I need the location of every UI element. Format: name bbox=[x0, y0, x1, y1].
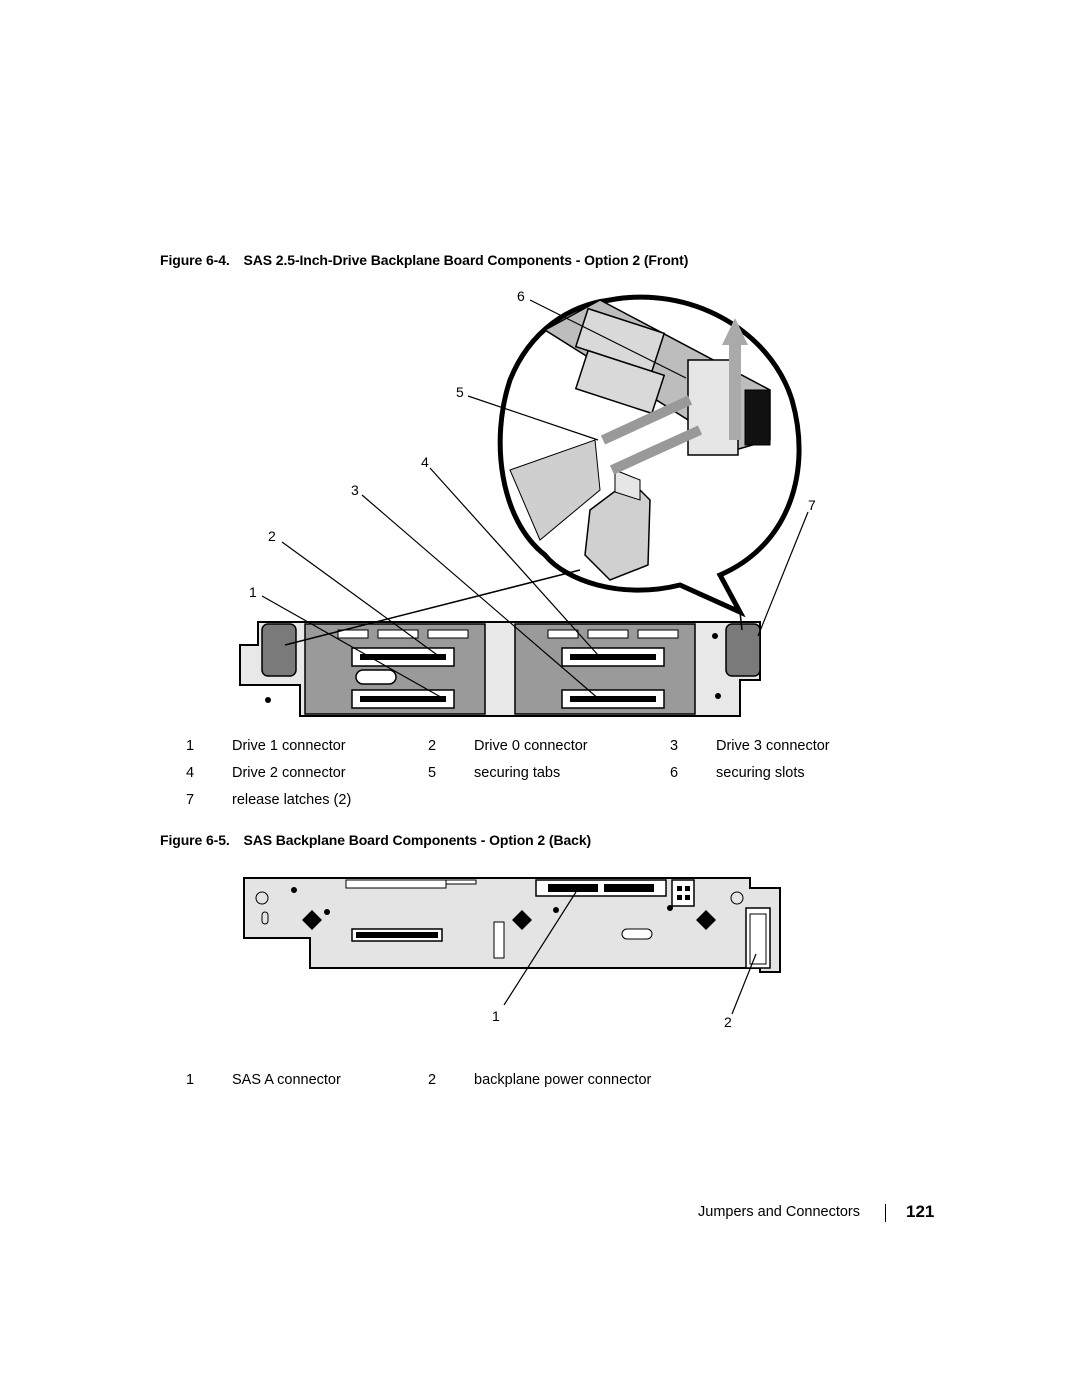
legend-num: 6 bbox=[669, 765, 679, 781]
legend-num: 4 bbox=[185, 765, 195, 781]
callout-4: 4 bbox=[421, 454, 429, 470]
release-latch-left bbox=[261, 623, 297, 677]
legend-num: 3 bbox=[669, 738, 679, 754]
legend-text: release latches (2) bbox=[232, 792, 352, 808]
callout-5: 5 bbox=[456, 384, 464, 400]
legend-row: 4 Drive 2 connector 5 securing tabs 6 se… bbox=[160, 765, 860, 792]
front-backplane-board bbox=[239, 621, 761, 717]
figure-label: Figure 6-4. bbox=[160, 252, 230, 268]
callout-1: 1 bbox=[492, 1008, 500, 1024]
back-callout-leaders bbox=[503, 891, 757, 1015]
callout-1: 1 bbox=[249, 584, 257, 600]
legend-text: securing tabs bbox=[474, 765, 561, 781]
legend-num: 1 bbox=[185, 738, 195, 754]
figure-6-4-caption: Figure 6-4. SAS 2.5-Inch-Drive Backplane… bbox=[160, 252, 688, 268]
figure-6-5-legend: 1 SAS A connector 2 backplane power conn… bbox=[160, 1072, 860, 1099]
figure-label: Figure 6-5. bbox=[160, 832, 230, 848]
figure-6-4-legend: 1 Drive 1 connector 2 Drive 0 connector … bbox=[160, 738, 860, 819]
footer-section-title: Jumpers and Connectors bbox=[698, 1204, 860, 1220]
backplane-power-connector bbox=[745, 907, 771, 969]
legend-num: 2 bbox=[427, 738, 437, 754]
legend-num: 1 bbox=[185, 1072, 195, 1088]
legend-row: 1 SAS A connector 2 backplane power conn… bbox=[160, 1072, 860, 1099]
callout-3: 3 bbox=[351, 482, 359, 498]
legend-text: backplane power connector bbox=[474, 1072, 652, 1088]
legend-text: Drive 1 connector bbox=[232, 738, 346, 754]
sas-a-connector bbox=[535, 879, 667, 897]
figure-title: SAS 2.5-Inch-Drive Backplane Board Compo… bbox=[243, 252, 689, 268]
front-callout-numbers: 1 2 3 4 5 6 7 bbox=[249, 288, 816, 600]
callout-2: 2 bbox=[724, 1014, 732, 1030]
legend-num: 5 bbox=[427, 765, 437, 781]
page-footer: Jumpers and Connectors 121 bbox=[0, 1202, 1080, 1226]
callout-2: 2 bbox=[268, 528, 276, 544]
release-latch-right bbox=[725, 623, 761, 677]
footer-separator bbox=[885, 1204, 886, 1222]
back-backplane-board bbox=[243, 877, 781, 973]
legend-text: Drive 2 connector bbox=[232, 765, 346, 781]
legend-text: Drive 3 connector bbox=[716, 738, 830, 754]
legend-row: 1 Drive 1 connector 2 Drive 0 connector … bbox=[160, 738, 860, 765]
legend-text: Drive 0 connector bbox=[474, 738, 588, 754]
back-backplane-illustration: 1 2 bbox=[243, 877, 781, 1030]
front-backplane-illustration: 1 2 3 4 5 6 7 bbox=[239, 288, 816, 717]
callout-6: 6 bbox=[517, 288, 525, 304]
legend-text: SAS A connector bbox=[232, 1072, 341, 1088]
legend-num: 7 bbox=[185, 792, 195, 808]
back-callout-numbers: 1 2 bbox=[492, 1008, 732, 1030]
figure-title: SAS Backplane Board Components - Option … bbox=[243, 832, 592, 848]
magnified-detail-bubble bbox=[497, 294, 802, 618]
legend-num: 2 bbox=[427, 1072, 437, 1088]
callout-7: 7 bbox=[808, 497, 816, 513]
callout-leaders bbox=[261, 299, 809, 701]
page-number: 121 bbox=[906, 1202, 935, 1221]
figure-6-5-caption: Figure 6-5. SAS Backplane Board Componen… bbox=[160, 832, 591, 848]
legend-row: 7 release latches (2) bbox=[160, 792, 860, 819]
legend-text: securing slots bbox=[716, 765, 805, 781]
